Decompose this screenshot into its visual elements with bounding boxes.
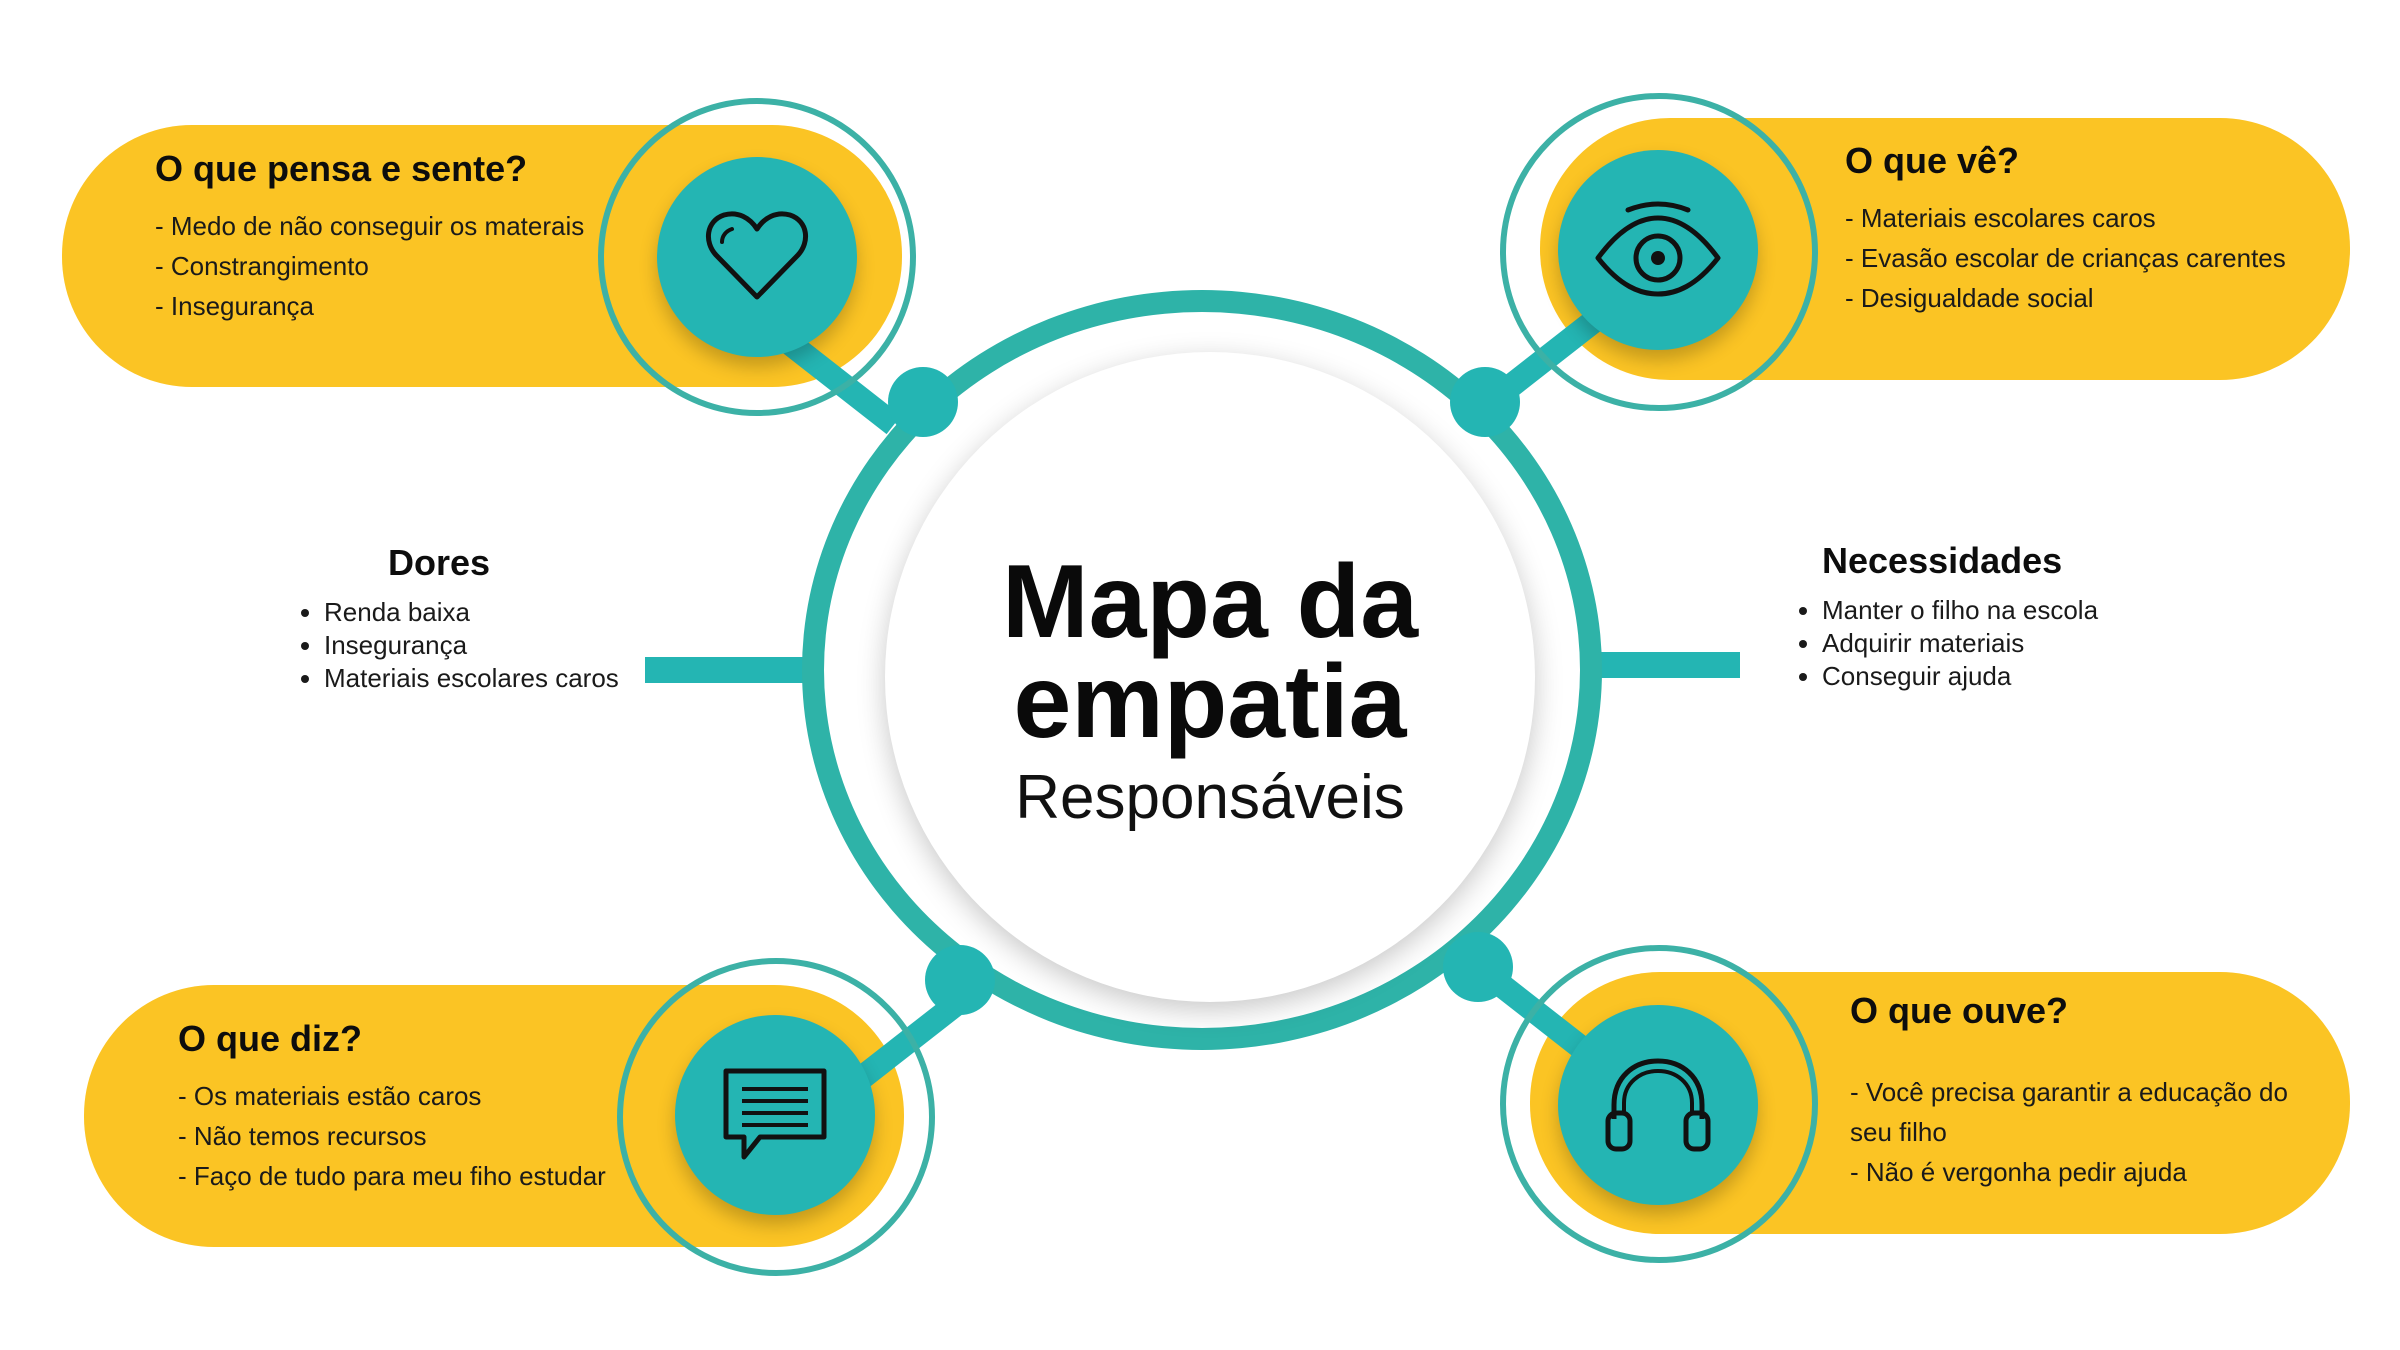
title-line-1: Mapa da [1001, 544, 1419, 660]
list-item: Insegurança [324, 629, 619, 662]
ve-dot [1450, 367, 1520, 437]
dores-block: Dores Renda baixa Insegurança Materiais … [288, 542, 619, 695]
list-item: - Materiais escolares caros [1845, 203, 2156, 233]
diz-dot [925, 945, 995, 1015]
dores-list: Renda baixa Insegurança Materiais escola… [288, 596, 619, 695]
pensa-sente-icon-ring [598, 98, 916, 416]
pensa-sente-card: O que pensa e sente? - Medo de não conse… [155, 148, 584, 326]
list-item: - Insegurança [155, 291, 314, 321]
pensa-sente-icon-disc [657, 157, 857, 357]
necessidades-list: Manter o filho na escola Adquirir materi… [1786, 594, 2098, 693]
list-item: Adquirir materiais [1822, 627, 2098, 660]
diz-icon-ring [617, 958, 935, 1276]
dores-title: Dores [388, 542, 491, 583]
list-item: Conseguir ajuda [1822, 660, 2098, 693]
headphones-icon [1605, 1058, 1711, 1152]
list-item: - Os materiais estão caros [178, 1081, 482, 1111]
pensa-sente-list: - Medo de não conseguir os materais - Co… [155, 206, 584, 326]
center-title: Mapa da empatia [885, 544, 1535, 760]
diz-list: - Os materiais estão caros - Não temos r… [178, 1076, 606, 1196]
necessidades-block: Necessidades Manter o filho na escola Ad… [1786, 540, 2098, 693]
list-item: - Não temos recursos [178, 1121, 427, 1151]
diz-card: O que diz? - Os materiais estão caros - … [178, 1018, 606, 1196]
necessidades-connector-bar [1590, 652, 1740, 678]
necessidades-title: Necessidades [1822, 540, 2063, 581]
ouve-dot [1443, 932, 1513, 1002]
list-item: Manter o filho na escola [1822, 594, 2098, 627]
chat-icon [723, 1068, 827, 1160]
ouve-icon-disc [1558, 1005, 1758, 1205]
diz-icon-disc [675, 1015, 875, 1215]
list-item: - Não é vergonha pedir ajuda [1850, 1157, 2187, 1187]
diz-title: O que diz? [178, 1018, 362, 1059]
ve-title: O que vê? [1845, 140, 2020, 181]
center-circle [885, 352, 1535, 1002]
list-item: - Medo de não conseguir os materais [155, 211, 585, 241]
ouve-card: O que ouve? - Você precisa garantir a ed… [1850, 990, 2310, 1192]
ouve-list: - Você precisa garantir a educação do se… [1850, 1072, 2310, 1192]
ve-list: - Materiais escolares caros - Evasão esc… [1845, 198, 2286, 318]
list-item: Renda baixa [324, 596, 619, 629]
center-title-block: Mapa da empatia Responsáveis [885, 352, 1535, 834]
list-item: - Evasão escolar de crianças carentes [1845, 243, 2286, 273]
ouve-title: O que ouve? [1850, 990, 2069, 1031]
ouve-icon-ring [1500, 945, 1818, 1263]
pensa-sente-title: O que pensa e sente? [155, 148, 528, 189]
list-item: - Você precisa garantir a educação do se… [1850, 1077, 2288, 1147]
ve-icon-ring [1500, 93, 1818, 411]
dores-connector-bar [645, 657, 815, 683]
list-item: - Faço de tudo para meu fiho estudar [178, 1161, 606, 1191]
ve-icon-disc [1558, 150, 1758, 350]
heart-icon [706, 211, 808, 300]
list-item: - Constrangimento [155, 251, 369, 281]
title-line-2: empatia [1013, 644, 1407, 760]
pensa-sente-dot [888, 367, 958, 437]
ve-card: O que vê? - Materiais escolares caros - … [1845, 140, 2286, 318]
list-item: - Desigualdade social [1845, 283, 2094, 313]
eye-icon [1595, 201, 1721, 297]
list-item: Materiais escolares caros [324, 662, 619, 695]
center-subtitle: Responsáveis [1015, 763, 1405, 832]
